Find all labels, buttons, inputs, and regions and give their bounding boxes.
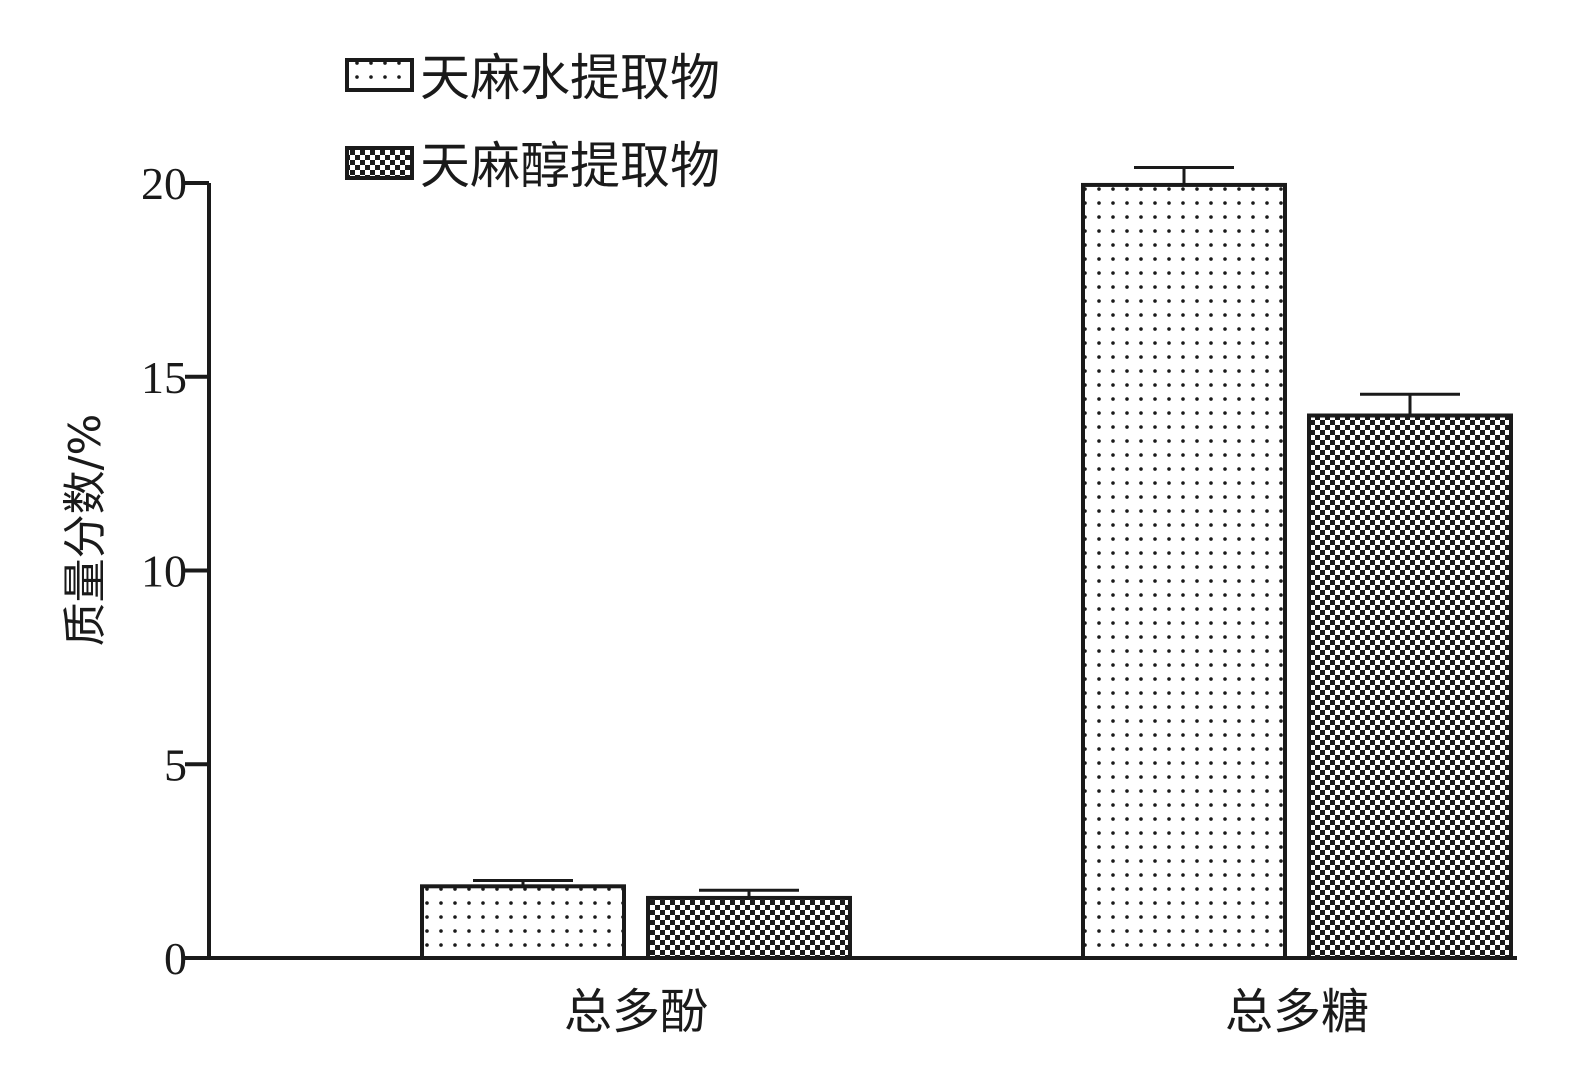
bars — [420, 166, 1513, 960]
y-axis-ticks: 0 5 10 15 20 — [141, 158, 209, 984]
legend-swatch-dots — [345, 58, 414, 92]
category-label: 总多糖 — [1225, 984, 1369, 1040]
legend-item-ethanol-extract: 天麻醇提取物 — [345, 137, 720, 195]
y-tick-label: 5 — [164, 739, 187, 790]
bar-checker-1 — [1307, 413, 1513, 960]
y-tick-label: 15 — [141, 352, 187, 403]
bar-checker-0 — [646, 895, 852, 960]
legend-item-water-extract: 天麻水提取物 — [345, 49, 720, 107]
category-labels: 总多酚 总多糖 — [564, 984, 1369, 1040]
y-tick-label: 10 — [141, 546, 187, 597]
bar-dots-0 — [420, 884, 626, 960]
y-tick-label: 0 — [164, 933, 187, 984]
category-label: 总多酚 — [564, 984, 708, 1040]
legend: 天麻水提取物 天麻醇提取物 — [345, 49, 720, 195]
y-axis-label: 质量分数/% — [60, 414, 111, 647]
y-tick-label: 20 — [141, 158, 187, 209]
legend-swatch-checker — [345, 146, 414, 180]
bar-dots-1 — [1081, 182, 1287, 960]
legend-label-water-extract: 天麻水提取物 — [420, 49, 720, 107]
legend-label-ethanol-extract: 天麻醇提取物 — [420, 137, 720, 195]
